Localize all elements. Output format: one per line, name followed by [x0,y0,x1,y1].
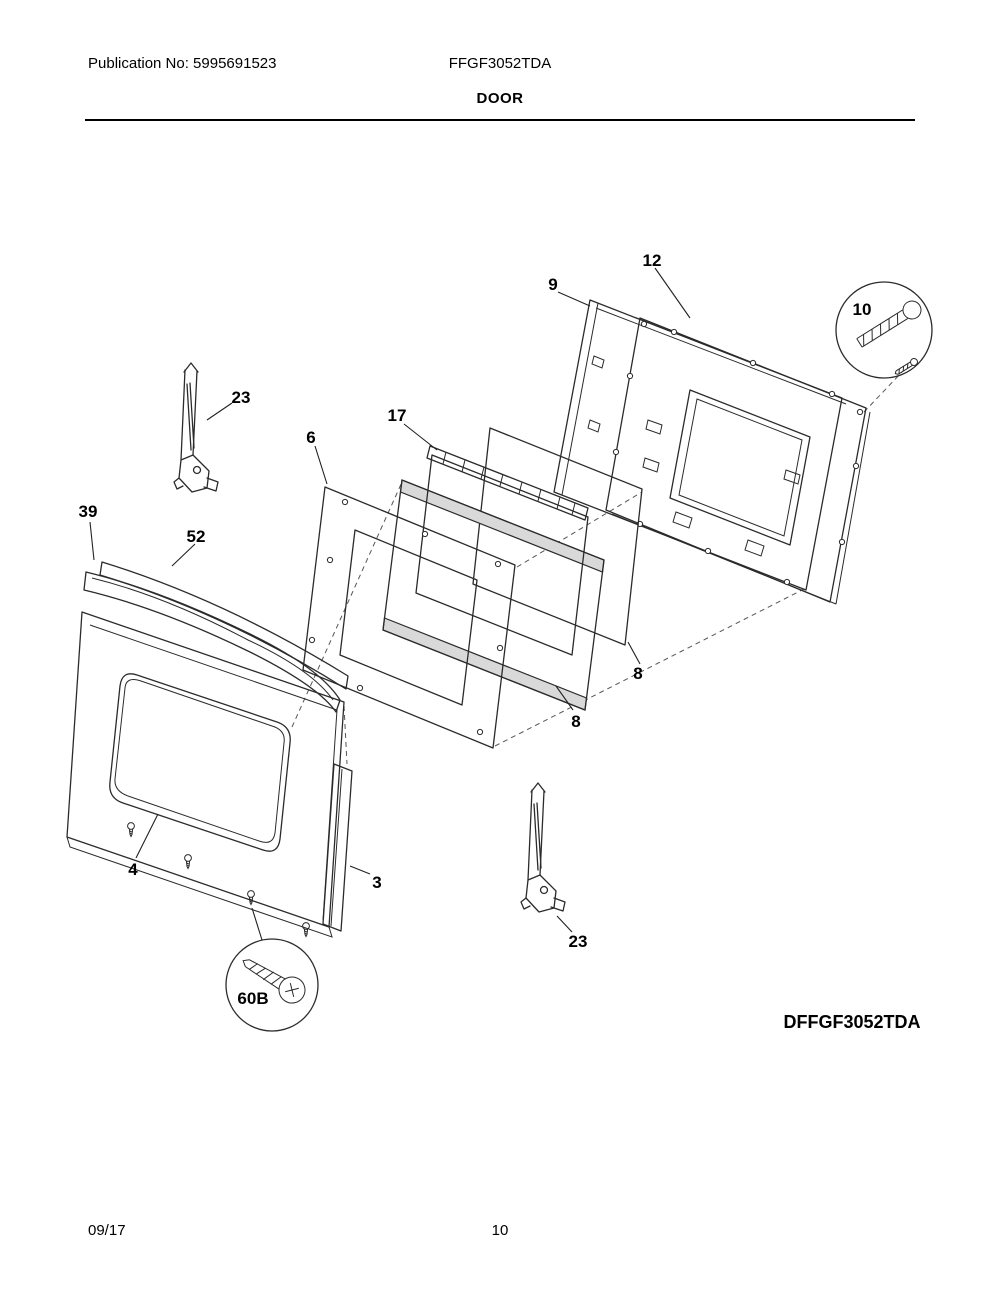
publication-number: Publication No: 5995691523 [88,55,277,72]
callout-17: 17 [388,406,407,425]
footer-page-number: 10 [491,1222,509,1239]
callout-12: 12 [643,251,662,270]
hinge-top [173,362,219,493]
footer-date: 09/17 [88,1222,126,1239]
callout-9: 9 [548,275,557,294]
glass-sheet-outer [472,427,643,646]
construction-lines [291,371,903,765]
detail-circle-screw [225,938,319,1032]
inner-glass-assembly [415,445,589,656]
door-window [109,673,291,852]
inner-door-frame [302,486,516,749]
side-trim [322,763,353,932]
callout-6: 6 [306,428,315,447]
diagram-model-label: DFFGF3052TDA [783,1012,920,1032]
callout-8-right: 8 [633,664,642,683]
door-liner-panel [553,299,847,591]
callout-52: 52 [187,527,206,546]
door-handle [83,571,341,713]
callout-8-lower: 8 [571,712,580,731]
model-number: FFGF3052TDA [448,55,552,72]
door-outer-panel [66,611,345,938]
liner-screw-holes [612,320,864,586]
callout-3: 3 [372,873,381,892]
door-liner-frame [605,317,871,605]
callout-10: 10 [853,300,872,319]
hinge-bottom [520,782,566,913]
section-title: DOOR [476,90,524,107]
framed-glass [382,479,605,711]
callout-23-bottom: 23 [569,932,588,951]
detail-circle-bolt [835,281,933,379]
callout-60b: 60B [237,989,268,1008]
bolt-icon [856,300,922,348]
callout-4: 4 [128,860,138,879]
header-divider [85,119,915,121]
screw-icon [242,959,306,1004]
small-screw-icon [894,358,918,375]
callout-23-top: 23 [232,388,251,407]
leader-lines [89,267,691,941]
callout-39: 39 [79,502,98,521]
